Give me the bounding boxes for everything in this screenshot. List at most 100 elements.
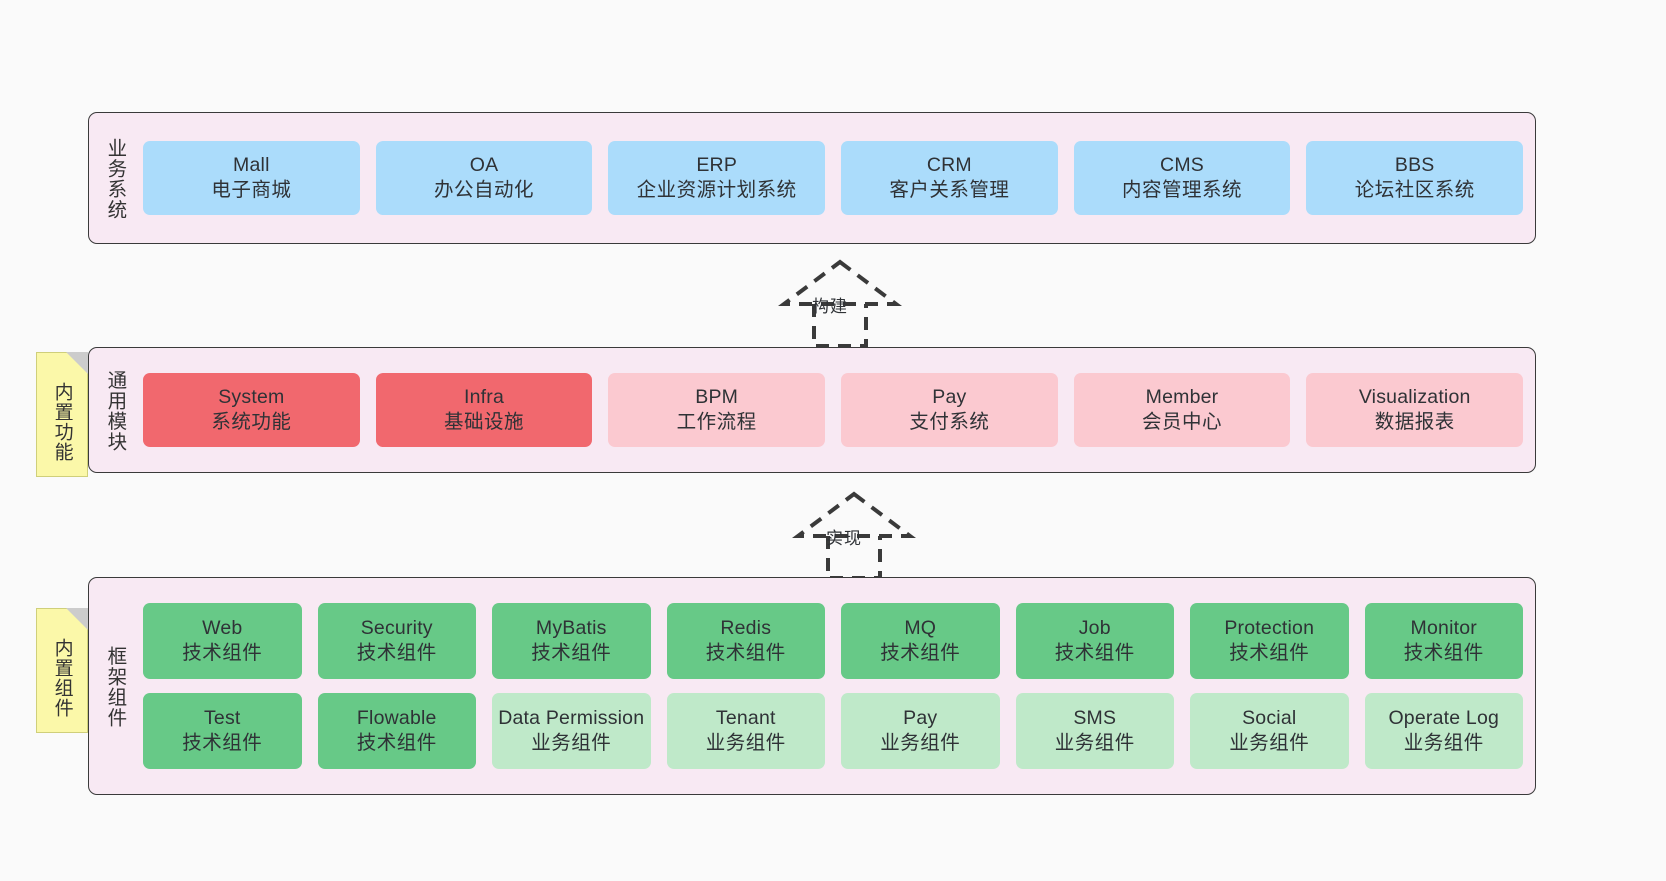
card-member-cn: 会员中心 [1142,411,1223,433]
card-monitor-cn: 技术组件 [1403,642,1484,664]
card-member[interactable]: Member 会员中心 [1073,373,1291,447]
card-infra-cn: 基础设施 [444,411,525,433]
card-visualization-cn: 数据报表 [1374,411,1455,433]
card-job[interactable]: Job 技术组件 [1015,603,1174,679]
framework-card-row-2: Test 技术组件 Flowable 技术组件 Data Permission … [143,693,1523,769]
card-oa-en: OA [469,154,499,177]
card-tenant-en: Tenant [715,707,776,730]
card-mq-cn: 技术组件 [880,642,961,664]
card-operate-log-en: Operate Log [1388,707,1500,730]
card-bbs[interactable]: BBS 论坛社区系统 [1306,141,1524,215]
card-oa[interactable]: OA 办公自动化 [375,141,593,215]
card-pay-module-cn: 支付系统 [909,411,990,433]
card-pay-module-en: Pay [932,386,967,409]
common-card-row: System 系统功能 Infra 基础设施 BPM 工作流程 Pay 支付系统… [143,373,1524,447]
card-redis-cn: 技术组件 [705,642,786,664]
card-mall[interactable]: Mall 电子商城 [143,141,360,215]
layer-framework-component: 框架组件 Web 技术组件 Security 技术组件 MyBatis 技术组件… [88,577,1536,795]
card-social-en: Social [1242,707,1297,730]
business-card-row: Mall 电子商城 OA 办公自动化 ERP 企业资源计划系统 CRM 客户关系… [143,141,1524,215]
connector-build-arrow: 构建 [754,258,926,348]
card-web[interactable]: Web 技术组件 [143,603,302,679]
card-crm-en: CRM [926,154,972,177]
card-pay-component[interactable]: Pay 业务组件 [841,693,1000,769]
card-social-cn: 业务组件 [1229,732,1310,754]
layer-framework-body: Web 技术组件 Security 技术组件 MyBatis 技术组件 Redi… [139,578,1535,794]
card-web-cn: 技术组件 [182,642,263,664]
layer-common-title: 通用模块 [103,370,126,452]
card-erp[interactable]: ERP 企业资源计划系统 [608,141,826,215]
card-flowable[interactable]: Flowable 技术组件 [317,693,476,769]
card-mybatis[interactable]: MyBatis 技术组件 [492,603,651,679]
card-mybatis-cn: 技术组件 [531,642,612,664]
card-mq-en: MQ [904,617,937,640]
card-visualization[interactable]: Visualization 数据报表 [1306,373,1524,447]
framework-card-row-1: Web 技术组件 Security 技术组件 MyBatis 技术组件 Redi… [143,603,1523,679]
connector-build-label: 构建 [812,297,848,316]
card-security-en: Security [360,617,433,640]
card-redis[interactable]: Redis 技术组件 [666,603,825,679]
card-protection[interactable]: Protection 技术组件 [1190,603,1349,679]
card-test[interactable]: Test 技术组件 [143,693,302,769]
card-sms-en: SMS [1073,707,1117,730]
card-bbs-cn: 论坛社区系统 [1354,179,1475,201]
card-pay-component-cn: 业务组件 [880,732,961,754]
card-test-en: Test [203,707,241,730]
layer-business-body: Mall 电子商城 OA 办公自动化 ERP 企业资源计划系统 CRM 客户关系… [139,113,1535,243]
card-erp-en: ERP [696,154,738,177]
card-pay-component-en: Pay [903,707,938,730]
card-bpm-en: BPM [695,386,739,409]
layer-framework-title: 框架组件 [103,646,126,728]
card-operate-log[interactable]: Operate Log 业务组件 [1364,693,1523,769]
card-crm[interactable]: CRM 客户关系管理 [841,141,1058,215]
card-bpm[interactable]: BPM 工作流程 [608,373,826,447]
card-mall-cn: 电子商城 [211,179,292,201]
card-web-en: Web [202,617,243,640]
card-pay-module[interactable]: Pay 支付系统 [841,373,1058,447]
card-mall-en: Mall [233,154,270,177]
card-member-en: Member [1145,386,1219,409]
card-sms-cn: 业务组件 [1054,732,1135,754]
card-system-en: System [218,386,285,409]
note-builtin-component: 内置组件 [36,608,88,733]
card-job-en: Job [1078,617,1111,640]
card-infra[interactable]: Infra 基础设施 [375,373,593,447]
card-job-cn: 技术组件 [1054,642,1135,664]
layer-common-body: System 系统功能 Infra 基础设施 BPM 工作流程 Pay 支付系统… [139,348,1535,472]
connector-implement-arrow: 实现 [768,490,940,580]
card-cms-cn: 内容管理系统 [1122,179,1243,201]
card-system[interactable]: System 系统功能 [143,373,360,447]
card-security[interactable]: Security 技术组件 [317,603,476,679]
card-tenant-cn: 业务组件 [705,732,786,754]
card-bbs-en: BBS [1394,154,1435,177]
note-builtin-function-label: 内置功能 [51,381,73,462]
card-data-permission-en: Data Permission [498,707,645,730]
card-system-cn: 系统功能 [211,411,292,433]
card-protection-en: Protection [1224,617,1315,640]
card-data-permission[interactable]: Data Permission 业务组件 [492,693,651,769]
note-builtin-function: 内置功能 [36,352,88,477]
layer-common-module: 通用模块 System 系统功能 Infra 基础设施 BPM 工作流程 Pay… [88,347,1536,473]
card-cms-en: CMS [1160,154,1204,177]
card-infra-en: Infra [463,386,505,409]
card-mybatis-en: MyBatis [535,617,607,640]
note-builtin-component-label: 内置组件 [51,637,73,718]
card-operate-log-cn: 业务组件 [1403,732,1484,754]
card-redis-en: Redis [720,617,772,640]
layer-business-title: 业务系统 [103,138,126,220]
card-flowable-en: Flowable [356,707,437,730]
card-mq[interactable]: MQ 技术组件 [841,603,1000,679]
card-crm-cn: 客户关系管理 [889,179,1010,201]
card-security-cn: 技术组件 [356,642,437,664]
card-sms[interactable]: SMS 业务组件 [1015,693,1174,769]
card-cms[interactable]: CMS 内容管理系统 [1073,141,1291,215]
card-protection-cn: 技术组件 [1229,642,1310,664]
layer-business-system: 业务系统 Mall 电子商城 OA 办公自动化 ERP 企业资源计划系统 CRM… [88,112,1536,244]
card-test-cn: 技术组件 [182,732,263,754]
build-arrow-glyph [778,259,902,348]
card-flowable-cn: 技术组件 [356,732,437,754]
card-tenant[interactable]: Tenant 业务组件 [666,693,825,769]
card-social[interactable]: Social 业务组件 [1190,693,1349,769]
card-monitor[interactable]: Monitor 技术组件 [1364,603,1523,679]
